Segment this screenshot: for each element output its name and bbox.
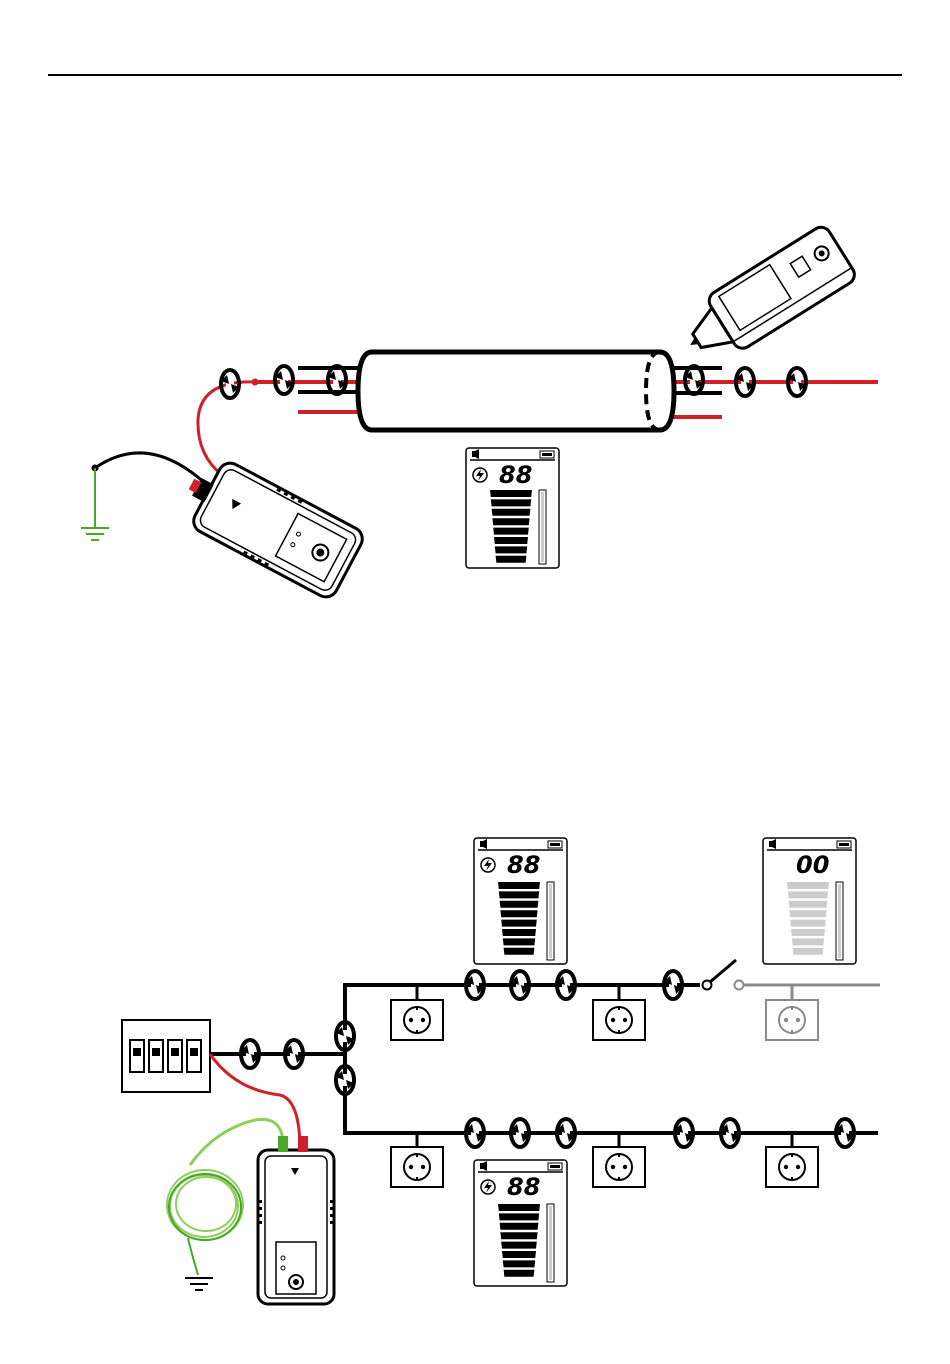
figure1-cable-diagram: 88 [81,224,878,602]
lcd-value: 00 [796,851,829,879]
lcd-bar-segment [492,509,531,516]
red-test-lead [210,1054,300,1150]
lcd-bar-segment [503,938,535,945]
lcd-value: 88 [499,461,532,489]
lcd-bar-segment [500,910,537,917]
receiver-probe [673,224,858,373]
lcd-bar-segment [789,910,826,917]
lcd-bar-segment [495,546,527,553]
socket-icon [593,1000,645,1040]
lcd-bar-segment [500,1223,539,1230]
receiver-lcd-display: 88 [474,838,567,964]
lcd-value: 88 [507,1173,540,1201]
lcd-bar-segment [498,1204,540,1211]
socket-icon [766,1000,818,1040]
receiver-lcd-display: 88 [466,448,559,568]
transmitter-device [174,450,367,601]
lcd-bar-segment [499,1213,539,1220]
lcd-bar-segment [793,948,824,955]
socket-icon [593,1147,645,1187]
figure2-circuit-diagram: 88 00 88 [122,838,880,1304]
lcd-bar-segment [792,938,824,945]
ground-symbol-icon [185,1278,213,1290]
lcd-bar-segment [496,556,527,563]
lcd-bar-segment [494,537,528,544]
ground-symbol-icon [81,528,109,540]
lcd-bar-segment [504,948,535,955]
socket-icon [766,1147,818,1187]
lcd-bar-segment [492,518,529,525]
lcd-bar-segment [499,891,539,898]
lcd-bar-segment [491,499,531,506]
lcd-value: 88 [507,851,540,879]
lcd-bar-segment [787,882,829,889]
socket-icon [391,1147,443,1187]
lcd-bar-segment [503,1260,535,1267]
cable-jacket [358,352,674,430]
lcd-bar-segment [501,1242,537,1249]
lcd-bar-segment [490,490,532,497]
lcd-bar-segment [501,920,537,927]
lcd-bar-segment [498,882,540,889]
lcd-bar-segment [791,929,825,936]
lcd-bar-segment [502,1251,536,1258]
lcd-bar-segment [790,920,826,927]
transmitter-device [258,1136,334,1304]
switch-icon [703,960,744,990]
lcd-bar-segment [504,1270,535,1277]
lcd-bar-segment [500,1232,537,1239]
receiver-lcd-display: 88 [474,1160,567,1286]
lcd-bar-segment [493,528,529,535]
lcd-bar-segment [789,901,828,908]
breaker-panel [122,1020,210,1092]
ground-lead-coil [167,1170,243,1275]
lcd-bar-segment [502,929,536,936]
lcd-bar-segment [788,891,828,898]
lcd-bar-segment [500,901,539,908]
socket-icon [391,1000,443,1040]
receiver-lcd-display: 00 [763,838,856,964]
